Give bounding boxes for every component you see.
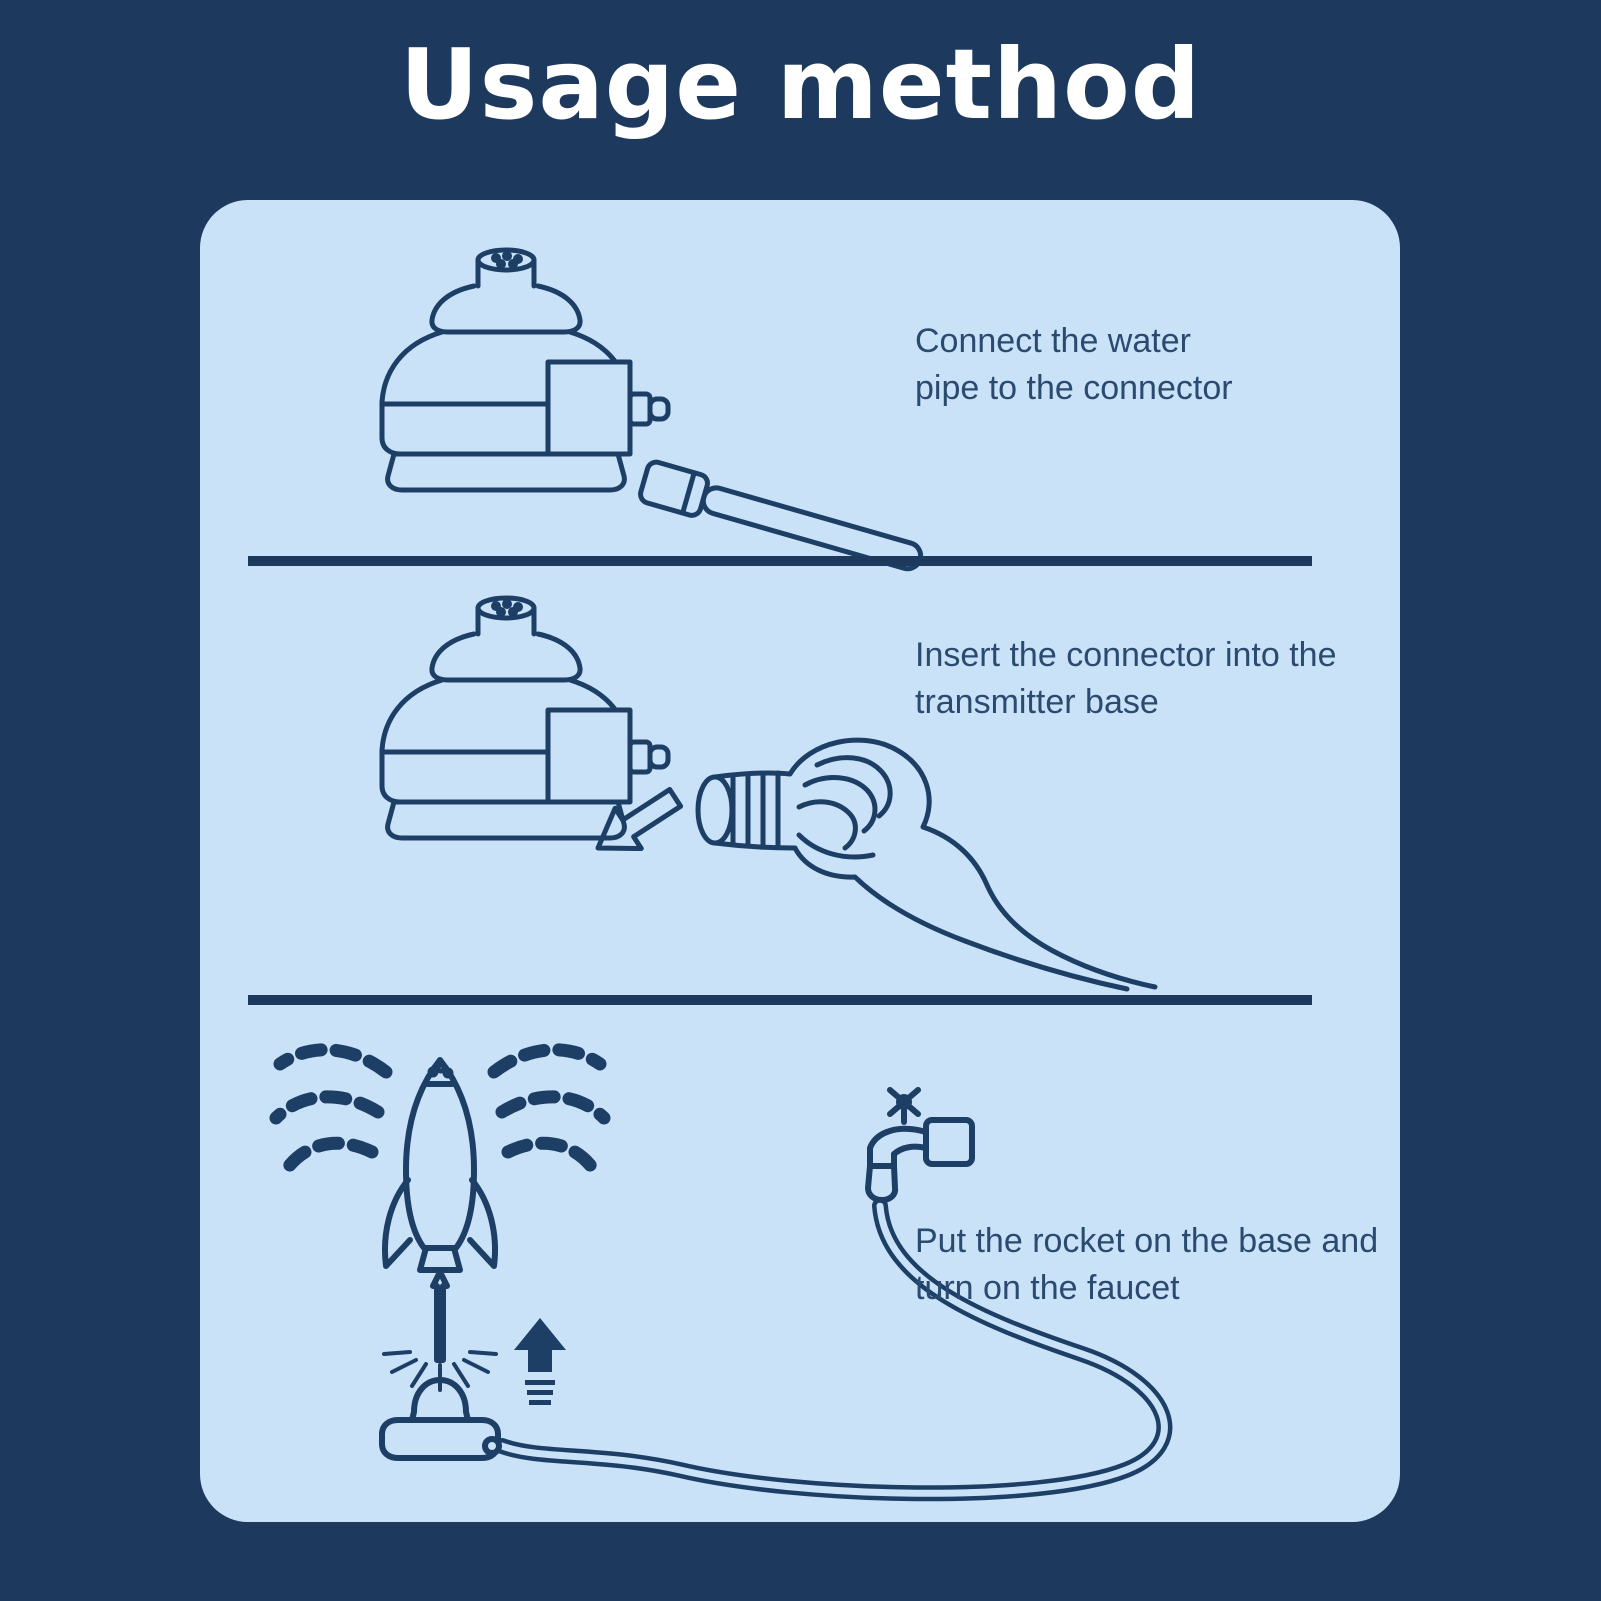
step2-caption-line2: transmitter base xyxy=(915,682,1159,721)
step1-caption-line2: pipe to the connector xyxy=(915,368,1233,407)
insert-arrow-icon xyxy=(595,787,684,852)
step2-caption: Insert the connector into the transmitte… xyxy=(915,632,1355,726)
step3-illustration xyxy=(269,1043,1173,1502)
step1-illustration xyxy=(320,240,924,572)
step1-caption-line1: Connect the water xyxy=(915,322,1191,360)
hand-holding-connector-icon xyxy=(695,737,1158,992)
up-arrow-icon xyxy=(514,1318,566,1405)
step2-illustration xyxy=(320,580,1158,992)
step-divider-2 xyxy=(248,995,1312,1005)
step3-caption: Put the rocket on the base and turn on t… xyxy=(915,1218,1385,1312)
transmitter-base-icon xyxy=(382,598,668,838)
hose-icon xyxy=(494,1198,1173,1502)
water-pipe-icon xyxy=(638,459,924,572)
instruction-panel: Connect the water pipe to the connector xyxy=(200,200,1400,1522)
rocket-spray-icon xyxy=(269,1043,611,1461)
faucet-icon xyxy=(865,1087,975,1203)
step3-caption-line2: turn on the faucet xyxy=(915,1268,1180,1307)
step2-caption-line1: Insert the connector into the xyxy=(915,636,1337,674)
step1-caption: Connect the water pipe to the connector xyxy=(915,318,1385,412)
step-divider-1 xyxy=(248,556,1312,566)
step3-caption-line1: Put the rocket on the base and xyxy=(915,1222,1379,1260)
transmitter-base-icon xyxy=(382,250,668,490)
page-title: Usage method xyxy=(399,28,1202,141)
